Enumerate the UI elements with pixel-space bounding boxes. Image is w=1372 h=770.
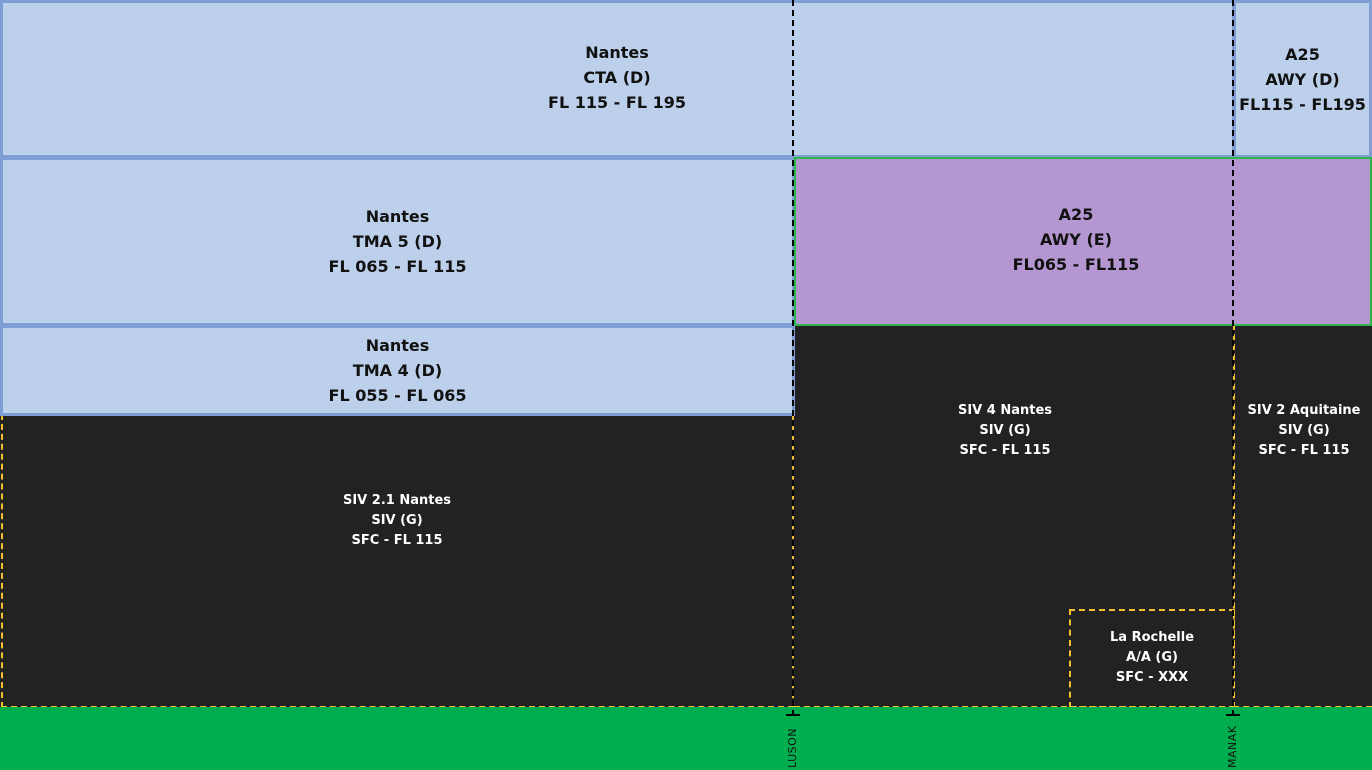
a25-upper-levels: FL115 - FL195	[1239, 94, 1366, 114]
nantes-cta-zone	[0, 0, 1235, 158]
a25-awy-e-zone	[794, 157, 1372, 326]
luson-tick	[786, 714, 800, 716]
a25-awy-d-zone: A25 AWY (D) FL115 - FL195	[1233, 0, 1372, 158]
a25-upper-name: A25	[1285, 44, 1320, 64]
nantes-cta-label: Nantes CTA (D) FL 115 - FL 195	[517, 40, 717, 115]
manak-line	[1232, 0, 1234, 716]
luson-line	[792, 0, 794, 716]
nantes-tma4-class: TMA 4 (D)	[352, 361, 443, 380]
siv21-name: SIV 2.1 Nantes	[342, 493, 452, 508]
nantes-tma5-levels: FL 065 - FL 115	[328, 257, 467, 276]
siv4-class: SIV (G)	[979, 423, 1031, 438]
la-rochelle-label: La Rochelle A/A (G) SFC - XXX	[1071, 628, 1233, 688]
nantes-cta-class: CTA (D)	[583, 68, 651, 87]
siv2-aquitaine-levels: SFC - FL 115	[1258, 443, 1350, 458]
siv2-aquitaine-boundary	[1233, 324, 1372, 708]
nantes-cta-levels: FL 115 - FL 195	[548, 93, 686, 112]
siv2-aquitaine-label: SIV 2 Aquitaine SIV (G) SFC - FL 115	[1236, 401, 1372, 461]
a25-middle-class: AWY (E)	[1039, 230, 1113, 249]
a25-middle-name: A25	[1058, 205, 1094, 224]
luson-label: LUSON	[786, 727, 799, 768]
manak-label: MANAK	[1226, 725, 1239, 768]
nantes-tma5-class: TMA 5 (D)	[352, 232, 443, 251]
nantes-cta-name: Nantes	[585, 43, 649, 62]
siv21-label: SIV 2.1 Nantes SIV (G) SFC - FL 115	[297, 491, 497, 551]
siv4-levels: SFC - FL 115	[959, 443, 1051, 458]
a25-middle-label: A25 AWY (E) FL065 - FL115	[976, 202, 1176, 277]
siv2-aquitaine-class: SIV (G)	[1278, 423, 1330, 438]
a25-upper-class: AWY (D)	[1265, 69, 1340, 89]
la-rochelle-levels: SFC - XXX	[1115, 670, 1189, 685]
nantes-tma4-name: Nantes	[365, 336, 430, 355]
nantes-tma5-name: Nantes	[365, 207, 430, 226]
siv21-class: SIV (G)	[371, 513, 423, 528]
siv21-levels: SFC - FL 115	[351, 533, 443, 548]
siv4-name: SIV 4 Nantes	[957, 403, 1053, 418]
siv2-aquitaine-name: SIV 2 Aquitaine	[1247, 403, 1361, 418]
ground-surface	[0, 707, 1372, 770]
manak-tick	[1226, 714, 1240, 716]
nantes-tma5-zone: Nantes TMA 5 (D) FL 065 - FL 115	[0, 157, 795, 326]
siv4-label: SIV 4 Nantes SIV (G) SFC - FL 115	[905, 401, 1105, 461]
nantes-tma4-levels: FL 055 - FL 065	[328, 386, 467, 405]
la-rochelle-class: A/A (G)	[1126, 650, 1178, 665]
nantes-tma4-zone: Nantes TMA 4 (D) FL 055 - FL 065	[0, 325, 795, 416]
a25-middle-levels: FL065 - FL115	[1012, 255, 1140, 274]
la-rochelle-name: La Rochelle	[1109, 630, 1195, 645]
siv21-boundary	[1, 414, 794, 708]
